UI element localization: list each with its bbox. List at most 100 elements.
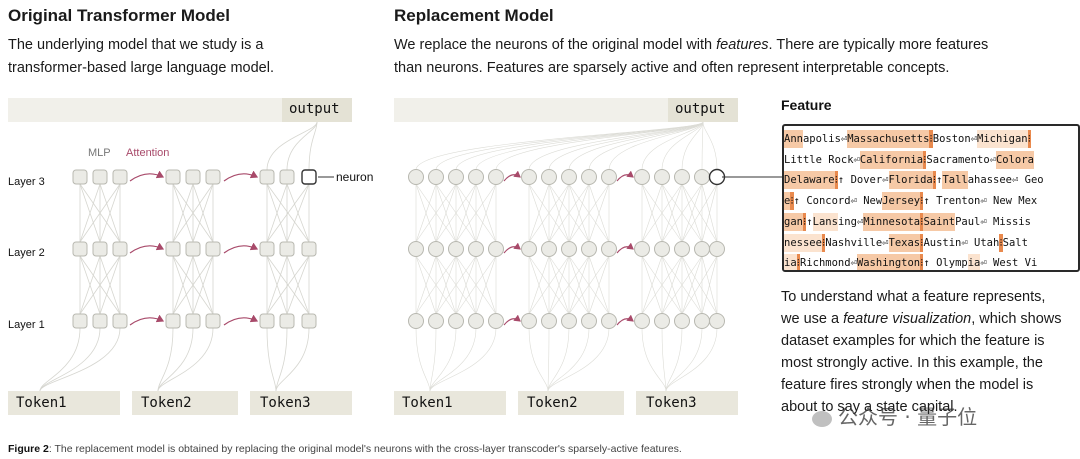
right-output-label: output — [675, 101, 726, 117]
neuron — [185, 241, 201, 257]
connection — [588, 183, 610, 243]
left-connections — [39, 121, 318, 392]
feature-node — [541, 241, 557, 257]
feature-example-row: nessee⁝ Nashville⏎ Texas⁝ Austin⏎ Utah⁝ … — [784, 233, 1028, 254]
feature-token: ↑ Concord⏎ New — [793, 195, 883, 208]
explain-line2-b: , which shows — [971, 311, 1062, 327]
left-output-box — [282, 98, 352, 122]
right-connections — [415, 121, 718, 392]
connection — [665, 327, 703, 392]
feature-node — [581, 313, 597, 329]
connection — [641, 183, 663, 243]
right-token3: Token3 — [646, 395, 697, 411]
right-description-line1: We replace the neurons of the original m… — [394, 34, 1054, 57]
connection — [192, 183, 214, 243]
feature-node — [488, 313, 504, 329]
left-gap-1 — [120, 391, 132, 415]
feature-node — [601, 169, 617, 185]
feature-token: Ann — [784, 130, 803, 148]
connection — [99, 183, 121, 243]
right-gap-1 — [506, 391, 518, 415]
connection — [641, 327, 667, 392]
feature-node — [654, 169, 670, 185]
connection — [39, 327, 121, 392]
mlp-label: MLP — [88, 147, 111, 159]
connection — [455, 255, 477, 315]
neuron — [301, 313, 317, 329]
connection — [455, 183, 477, 243]
connection — [157, 327, 194, 392]
feature-token: ⁝ — [999, 233, 1003, 252]
feature-token: ⏎ West Vi — [980, 257, 1038, 270]
connection — [548, 183, 570, 243]
connection — [275, 327, 310, 392]
feature-token: ⁝ — [920, 254, 924, 270]
connection — [157, 327, 174, 392]
explain-line2-em: feature visualization — [843, 311, 972, 327]
feature-token: ⁝ — [796, 254, 800, 270]
feature-node — [488, 241, 504, 257]
connection — [475, 255, 497, 315]
feature-token: Richmond⏎ — [800, 257, 857, 270]
attention-arrow — [616, 314, 634, 326]
feature-token: Salt — [1002, 236, 1028, 249]
connection — [415, 183, 437, 243]
connection — [99, 255, 121, 315]
feature-node — [634, 313, 650, 329]
neuron — [185, 169, 201, 185]
connection — [286, 183, 310, 243]
connection — [665, 327, 683, 392]
feature-node — [581, 241, 597, 257]
feature-token: Florida — [888, 171, 933, 190]
feature-token: ⁝ — [920, 192, 924, 211]
neuron — [279, 169, 295, 185]
feature-token: California — [859, 150, 924, 169]
feature-token: ↑ Dover⏎ — [837, 174, 889, 187]
connection — [547, 327, 590, 392]
neuron — [165, 313, 181, 329]
connection — [701, 183, 718, 243]
left-description-line2: transformer-based large language model. — [8, 60, 274, 76]
connection — [435, 255, 477, 315]
connection — [641, 255, 663, 315]
connection — [266, 255, 288, 315]
connection — [415, 183, 457, 243]
figure-caption: Figure 2: The replacement model is obtai… — [8, 443, 682, 455]
connection — [547, 327, 610, 392]
neuron-label: neuron — [336, 170, 374, 184]
attention-arrow — [129, 314, 165, 326]
right-features — [408, 168, 726, 329]
connection — [172, 255, 214, 315]
feature-node — [468, 313, 484, 329]
neuron — [72, 241, 88, 257]
feature-token: ⁝ — [920, 233, 924, 252]
feature-node — [428, 241, 444, 257]
attention-arrow — [503, 242, 521, 254]
feature-example-row: e⁝↑ Concord⏎ New Jersey⁝↑ Trenton⏎ New M… — [784, 192, 1037, 212]
feature-node — [694, 241, 710, 257]
connection — [568, 121, 704, 171]
left-token3: Token3 — [260, 395, 311, 411]
feature-token: ⁝ — [929, 130, 933, 148]
connection — [548, 255, 570, 315]
feature-token: ⁝ — [821, 233, 826, 252]
feature-node — [561, 241, 577, 257]
feature-node — [654, 313, 670, 329]
connection — [548, 255, 590, 315]
right-desc-text-b: . There are typically more features — [768, 37, 989, 53]
feature-token: ↑ Trenton⏎ New Mex — [923, 195, 1038, 208]
connection — [568, 255, 610, 315]
connection — [455, 183, 497, 243]
left-bottom-bar — [8, 391, 352, 415]
left-neurons — [72, 169, 317, 329]
feature-node — [634, 241, 650, 257]
highlighted-neuron — [301, 169, 317, 185]
feature-node — [694, 169, 710, 185]
feature-token: Texas — [888, 233, 921, 252]
feature-token: ia — [967, 254, 981, 270]
connection — [548, 183, 590, 243]
neuron — [279, 313, 295, 329]
connection — [588, 255, 610, 315]
layer1-label: Layer 1 — [8, 319, 45, 331]
feature-heading: Feature — [781, 97, 832, 113]
